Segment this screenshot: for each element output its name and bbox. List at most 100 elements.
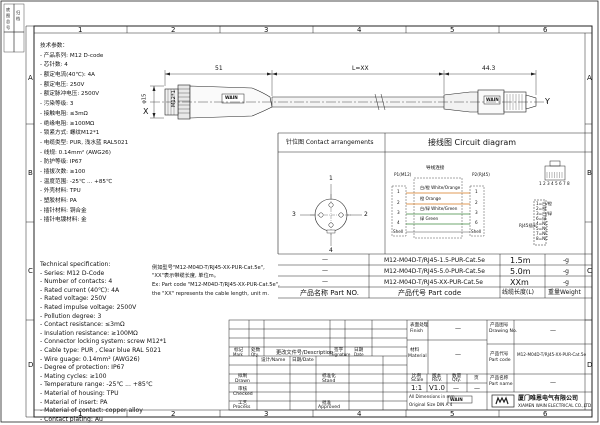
rj45-legend: 5=NC (536, 226, 549, 231)
tb-mark: 标记 (234, 348, 244, 353)
tb-logo-small: WAIN (450, 397, 463, 402)
cn-spec-item: - 插针电镀材料: 金 (40, 217, 87, 224)
note-en: Ex: Part code "M12-M04D-T/RJ45-XX-PUR-Ca… (152, 282, 280, 288)
rj45-pin-numbers: 1 2 3 4 5 6 7 8 (539, 181, 570, 186)
row-label-right-c: C (587, 267, 592, 275)
wire-label: 白/绿 White/Green (420, 206, 458, 211)
col-label-3: 3 (264, 26, 269, 34)
row-label-right-b: B (587, 169, 592, 177)
tb-process-en: Process (233, 405, 251, 410)
tb-drawing-no: 产品图号 (490, 323, 509, 328)
rj45-legend: 4=NC (536, 221, 549, 226)
row-label-c: C (28, 267, 33, 275)
cn-spec-item: - 外壳材料: TPU (40, 188, 81, 195)
rj45-legend: 1=白/橙 (536, 201, 552, 206)
rj45-legend: 6=绿 (536, 216, 547, 221)
title-block-lines (228, 319, 593, 411)
tb-part-code-value: M12-M04D-T/RJ45-XX-PUR-Cat.5e (517, 352, 587, 357)
tb-drawing-no-value: — (550, 327, 556, 334)
cn-spec-item: - 芯针数: 4 (40, 62, 68, 69)
cn-spec-heading: 技术参数： (40, 43, 68, 49)
table-cell-weight: -g (563, 279, 569, 286)
col-label-bottom-2: 2 (171, 410, 176, 418)
col-label-bottom-6: 6 (543, 410, 548, 418)
tb-qty-en: Qty. (452, 378, 461, 383)
col-label-6: 6 (543, 26, 548, 34)
en-spec-list: Technical specification: - Series: M12 D… (40, 262, 167, 425)
row-label-a: A (28, 74, 33, 82)
col-label-bottom-4: 4 (357, 410, 362, 418)
tb-date-en: Date (354, 352, 364, 357)
table-header-weight: 重量Weight (548, 289, 581, 296)
tb-drawn-en: Drawn (235, 379, 250, 384)
dim-right-label: 44.3 (482, 65, 496, 72)
row-label-right-a: A (587, 74, 592, 82)
tb-qty-value: — (453, 385, 459, 392)
en-spec-item: - Degree of protection: IP67 (40, 364, 125, 372)
tb-count-en: Qty. (251, 352, 259, 357)
col-label-bottom-1: 1 (78, 410, 83, 418)
en-spec-item: - Rated impulse voltage: 2500V (40, 303, 137, 311)
tb-design-name: 设计/Name (261, 358, 286, 363)
cn-spec-item: - 温度范围: -25℃ ... +85℃ (40, 178, 113, 185)
tb-change-doc: 更改文件号/Description (276, 350, 334, 356)
row-label-b: B (28, 169, 33, 177)
table-cell-length: 5.0m (510, 267, 531, 276)
table-cell-name: — (322, 256, 328, 263)
rj45-plug-icon (533, 160, 566, 246)
rj45-legend: 2=橙 (536, 206, 547, 211)
circuit-left-pin: 3 (397, 210, 400, 215)
rj45-legend: 8=NC (536, 236, 549, 241)
en-spec-item: - Material of housing: TPU (40, 389, 119, 397)
en-spec-item: - Contact plating: Au (40, 415, 103, 423)
en-spec-heading: Technical specification: (40, 261, 111, 268)
circuit-right-pin: 1 (475, 189, 478, 194)
circuit-diagram-title: 接线图 Circuit diagram (428, 138, 517, 147)
circuit-right-head: P2(RJ45) (472, 172, 490, 177)
pin-label-4: 4 (329, 247, 333, 254)
tb-rev-en: REV. (432, 378, 443, 383)
col-label-bottom-3: 3 (264, 410, 269, 418)
table-cell-weight: -g (563, 257, 569, 264)
tb-checked-en: Checked (233, 392, 253, 397)
tb-tolerance-2: Original Size DIN A 4 (409, 402, 453, 407)
table-cell-name: — (322, 278, 328, 285)
tb-count: 处数 (251, 348, 261, 353)
wire-label: 橙 Orange (420, 196, 441, 201)
tb-process: 工艺 (238, 401, 248, 406)
table-cell-code: M12-M04D-T/RJ45-5.0-PUR-Cat.5e (384, 268, 485, 275)
contact-arrangement-face (300, 184, 362, 246)
table-header-length: 线缆长度(L) (502, 289, 535, 296)
tb-approved: 批准 (322, 401, 332, 406)
cn-spec-list: 技术参数： - 产品系列: M12 D-code - 芯针数: 4 - 额定电流… (40, 43, 129, 228)
tb-drawing-no-en: Drawing No. (489, 329, 518, 334)
tb-drawn: 拟制 (238, 374, 248, 379)
thread-label: M12*1 (170, 90, 177, 108)
circuit-left-pin: Shell (393, 229, 404, 234)
pin-label-2: 2 (364, 211, 368, 218)
tb-finish-value: — (455, 325, 461, 332)
circuit-right-pin: 2 (475, 200, 478, 205)
cn-spec-item: - 线规: 0.14mm² (AWG26) (40, 149, 111, 156)
cn-spec-item: - 防护等级: IP67 (40, 159, 82, 166)
tb-qty: 数量 (452, 374, 462, 379)
cn-spec-item: - 电缆类型: PUR, 浅水蓝 RAL5021 (40, 139, 129, 146)
pin-label-1: 1 (329, 175, 333, 182)
en-spec-item: - Insulation resistance: ≥100MΩ (40, 329, 138, 337)
circuit-right-pin: Shell (471, 229, 482, 234)
table-header-part-no: 产品名称 Part NO. (300, 289, 359, 297)
tb-approved-en: Approved (318, 405, 341, 410)
tb-part-name: 产品名称 (490, 376, 509, 381)
note-cn-2: "XX"表示带缆长度, 单位m。 (152, 273, 219, 279)
col-label-1: 1 (78, 26, 83, 34)
rj45-caption: RJ45插头 (519, 223, 537, 228)
table-cell-code: M12-M04D-T/RJ45-XX-PUR-Cat.5e (384, 279, 483, 286)
col-label-5: 5 (450, 26, 455, 34)
tb-sheet: 页 (474, 376, 479, 381)
corner-label-archive: 归 档 (16, 10, 21, 21)
en-spec-item: - Cable type: PUR , Clear blue RAL 5021 (40, 346, 162, 354)
cn-spec-item: - 接触电阻: ≤3mΩ (40, 110, 88, 117)
col-label-bottom-5: 5 (450, 410, 455, 418)
table-cell-weight: -g (563, 268, 569, 275)
dim-length-label: L=XX (352, 65, 369, 72)
